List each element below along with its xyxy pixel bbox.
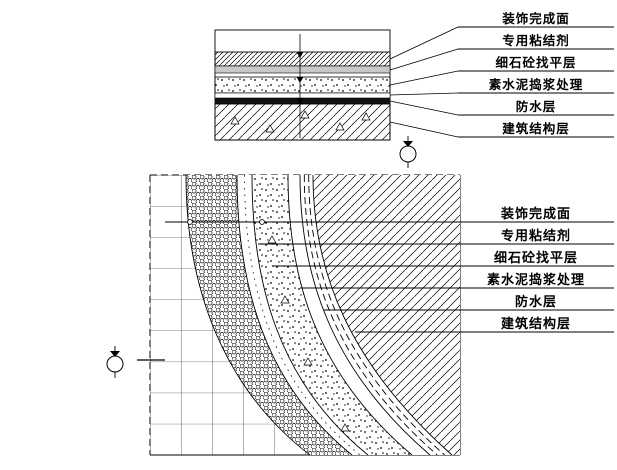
structure-aggregate-symbols [230, 110, 371, 133]
band-boundary-curves [185, 174, 453, 456]
bottom-label-structure: 建筑结构层 [501, 316, 571, 332]
layer-waterproof [215, 98, 390, 104]
bottom-leader-lines [165, 221, 614, 333]
top-label-slurry: 素水泥捣浆处理 [489, 77, 584, 92]
band-adhesive-texture [244, 174, 361, 456]
top-label-underlines [458, 26, 614, 138]
bottom-label-adhesive: 专用粘结剂 [501, 228, 571, 244]
bottom-label-waterproof: 防水层 [515, 294, 557, 310]
bottom-detail-drawing [106, 174, 461, 456]
band-finish-surface [186, 175, 352, 455]
layer-structure [214, 103, 391, 141]
band-waterproof-dashes [303, 174, 445, 456]
top-label-structure: 建筑结构层 [502, 121, 570, 136]
section-marker-arrow-icon [403, 141, 413, 147]
section-marker-left [106, 346, 165, 378]
top-detail-labels: 装饰完成面 专用粘结剂 细石砼找平层 素水泥捣浆处理 防水层 建筑结构层 [389, 11, 614, 138]
layer-finish-surface [214, 51, 391, 67]
band-concrete-leveling [252, 175, 412, 455]
section-marker-top [399, 136, 417, 168]
top-label-adhesive: 专用粘结剂 [502, 33, 570, 48]
section-marker-arrow-icon [110, 351, 120, 357]
top-label-leveling: 细石砼找平层 [495, 55, 576, 70]
leader-anchor-circles [187, 219, 265, 225]
layer-cement-slurry [214, 92, 391, 99]
leveling-aggregate-symbols [267, 235, 350, 432]
centerline-ticks [296, 52, 304, 104]
band-structure [313, 175, 460, 455]
top-leader-lines [389, 26, 459, 138]
top-detail-drawing [214, 29, 417, 168]
top-label-finish: 装饰完成面 [501, 11, 570, 26]
bottom-label-finish: 装饰完成面 [500, 206, 571, 222]
bottom-label-leveling: 细石砼找平层 [494, 250, 578, 266]
bottom-detail-labels: 装饰完成面 专用粘结剂 细石砼找平层 素水泥捣浆处理 防水层 建筑结构层 [165, 206, 614, 333]
layer-concrete-leveling [214, 76, 391, 94]
layer-adhesive [214, 65, 391, 74]
bottom-label-slurry: 素水泥捣浆处理 [487, 272, 585, 288]
top-label-waterproof: 防水层 [516, 99, 557, 114]
